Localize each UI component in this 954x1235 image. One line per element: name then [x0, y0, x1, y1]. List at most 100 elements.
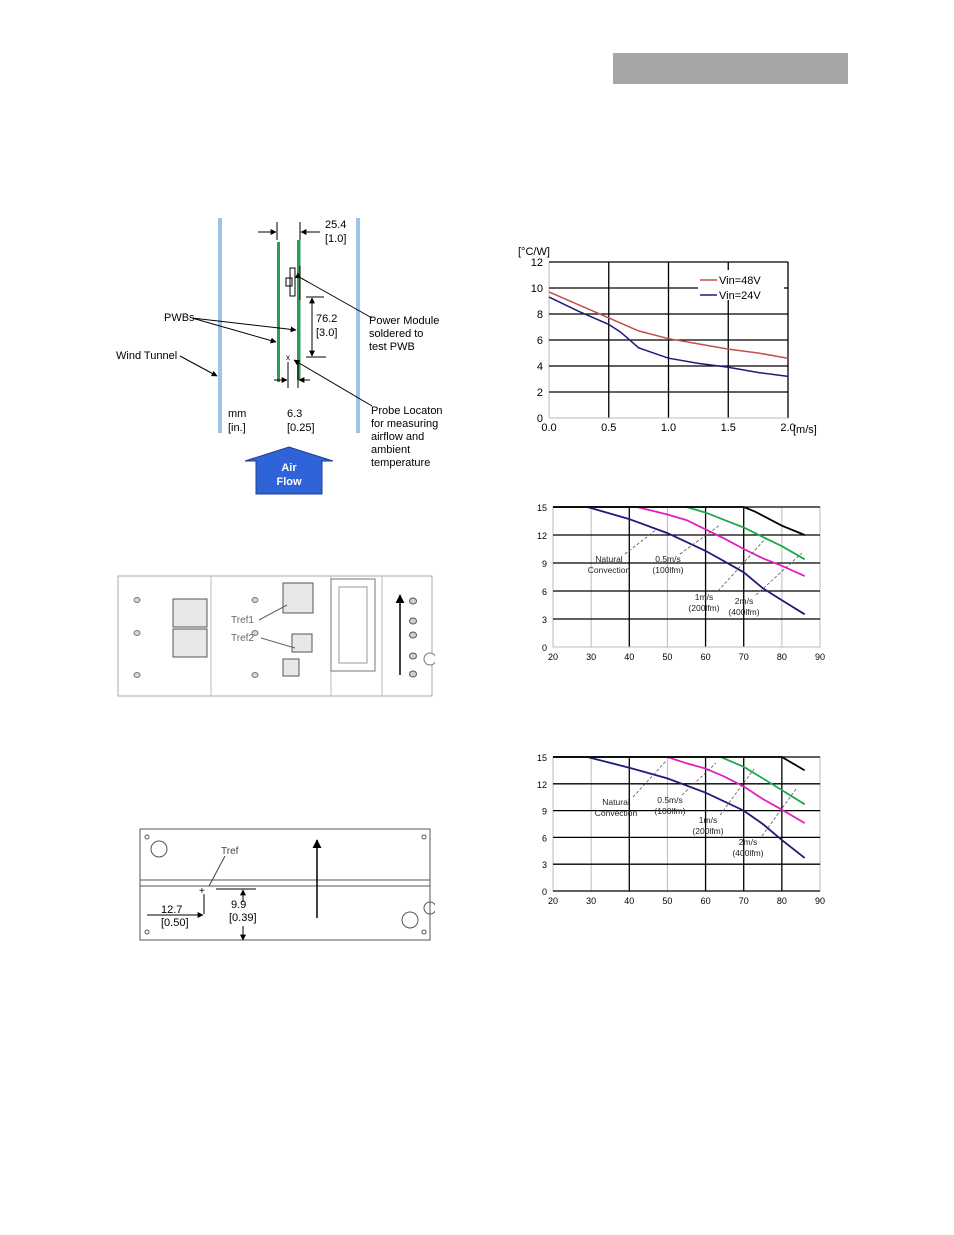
- header-bar: [613, 53, 848, 84]
- pwb-left: [277, 242, 280, 382]
- x-tick-label: 40: [624, 652, 634, 662]
- dim-spacing-inch: [1.0]: [325, 233, 346, 245]
- x-tick-label: 1.0: [661, 422, 676, 434]
- tref1-label: Tref1: [231, 615, 254, 626]
- x-tick-label: 20: [548, 652, 558, 662]
- probe-label-5: temperature: [371, 457, 430, 469]
- series-line-2: [553, 506, 806, 561]
- probe-label-3: airflow and: [371, 431, 424, 443]
- chart1-ylabel: [°C/W]: [518, 246, 550, 258]
- x-tick-label: 30: [586, 652, 596, 662]
- annotation-arrow: [755, 552, 803, 596]
- x-tick-label: 90: [815, 896, 825, 906]
- x-tick-label: 90: [815, 652, 825, 662]
- dim-probe-inch: [0.25]: [287, 422, 315, 434]
- annotation-label: Convection: [588, 565, 631, 575]
- x-tick-label: 40: [624, 896, 634, 906]
- probe-label-4: ambient: [371, 444, 410, 456]
- x-tick-label: 50: [662, 652, 672, 662]
- series-line-3: [553, 756, 806, 772]
- annotation-label: (200lfm): [688, 603, 719, 613]
- x-tick-label: 60: [701, 896, 711, 906]
- dim-probe-value: 6.3: [287, 408, 302, 420]
- annotation-arrow: [624, 528, 658, 555]
- dim-x-value: 12.7: [161, 904, 182, 916]
- tunnel-wall-right: [356, 218, 360, 433]
- board-bottom-view: Tref + 12.7 [0.50] 9.9 [0.39]: [139, 828, 435, 941]
- wind-tunnel-diagram: 25.4 [1.0] 76.2 [3.0] x 6.3 [0.25] mm [i…: [116, 218, 443, 495]
- tref-label: Tref: [221, 846, 239, 857]
- board-bottom-outline: [139, 828, 431, 941]
- y-tick-label: 10: [531, 283, 543, 295]
- y-tick-label: 3: [542, 615, 547, 625]
- wind-tunnel-label: Wind Tunnel: [116, 350, 177, 362]
- y-tick-label: 12: [537, 780, 547, 790]
- units-mm: mm: [228, 408, 246, 420]
- probe-label-2: for measuring: [371, 418, 438, 430]
- dim-y-inch: [0.39]: [229, 912, 257, 924]
- annotation-label: (100lfm): [654, 806, 685, 816]
- y-tick-label: 12: [531, 257, 543, 269]
- board-top-view: Tref1 Tref2: [117, 575, 435, 697]
- annotation-label: Convection: [595, 808, 638, 818]
- annotation-arrow: [679, 524, 721, 555]
- x-tick-label: 0.0: [541, 422, 556, 434]
- pwbs-label: PWBs: [164, 312, 195, 324]
- dim-y-value: 9.9: [231, 899, 246, 911]
- component-block: [172, 628, 208, 658]
- x-tick-label: 50: [662, 896, 672, 906]
- x-tick-label: 70: [739, 652, 749, 662]
- power-module-label-3: test PWB: [369, 341, 415, 353]
- y-tick-label: 0: [537, 413, 543, 425]
- y-tick-label: 15: [537, 753, 547, 763]
- annotation-label: 2m/s: [739, 837, 757, 847]
- series-line-1: [548, 296, 789, 378]
- component-tref2: [291, 633, 313, 653]
- y-tick-label: 0: [542, 643, 547, 653]
- power-module-label-1: Power Module: [369, 315, 439, 327]
- tref-marker: +: [199, 886, 205, 897]
- plot-area: [552, 506, 821, 648]
- y-tick-label: 9: [542, 559, 547, 569]
- legend-label-48v: Vin=48V: [719, 275, 761, 287]
- annotation-label: 1m/s: [699, 815, 717, 825]
- series-line-1: [553, 506, 806, 577]
- y-tick-label: 6: [537, 335, 543, 347]
- x-tick-label: 60: [701, 652, 711, 662]
- pwb-right: [297, 240, 301, 380]
- y-tick-label: 3: [542, 860, 547, 870]
- y-tick-label: 6: [542, 833, 547, 843]
- power-module-label-2: soldered to: [369, 328, 423, 340]
- x-tick-label: 1.5: [721, 422, 736, 434]
- units-in: [in.]: [228, 422, 246, 434]
- annotation-label: Natural: [602, 797, 630, 807]
- series-line-0: [553, 756, 806, 859]
- y-tick-label: 6: [542, 587, 547, 597]
- x-tick-label: 80: [777, 652, 787, 662]
- airflow-label-1: Air: [281, 462, 297, 474]
- y-tick-label: 4: [537, 361, 543, 373]
- legend-label-24v: Vin=24V: [719, 290, 761, 302]
- annotation-label: 1m/s: [695, 592, 713, 602]
- plot-area: [552, 756, 821, 892]
- probe-marker: x: [286, 353, 290, 362]
- tref2-label: Tref2: [231, 633, 254, 644]
- annotation-label: 0.5m/s: [657, 795, 683, 805]
- dim-spacing-value: 25.4: [325, 219, 346, 231]
- x-tick-label: 70: [739, 896, 749, 906]
- annotation-label: (400lfm): [732, 848, 763, 858]
- annotation-label: 0.5m/s: [655, 554, 681, 564]
- annotation-label: (400lfm): [728, 607, 759, 617]
- series-line-0: [553, 506, 806, 616]
- y-tick-label: 15: [537, 503, 547, 513]
- component-tref1: [282, 582, 314, 614]
- annotation-label: (200lfm): [692, 826, 723, 836]
- y-tick-label: 8: [537, 309, 543, 321]
- board-outline: [117, 575, 433, 697]
- annotation-arrow: [681, 762, 717, 796]
- dim-height-inch: [3.0]: [316, 327, 337, 339]
- annotation-label: 2m/s: [735, 596, 753, 606]
- x-tick-label: 80: [777, 896, 787, 906]
